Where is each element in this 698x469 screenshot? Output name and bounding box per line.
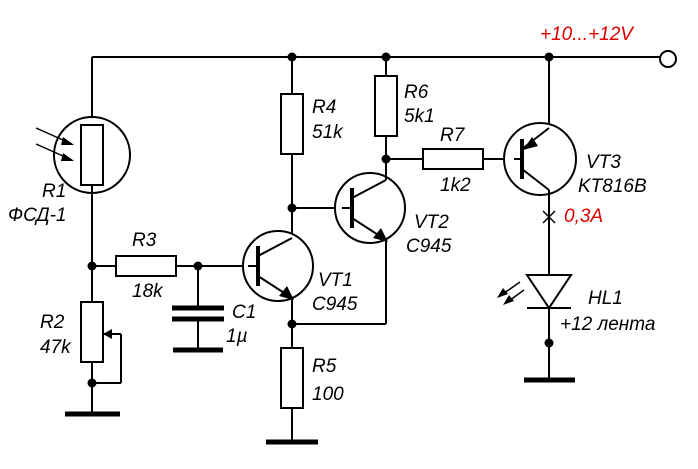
r7-ref: R7 xyxy=(440,125,466,146)
r6-resistor xyxy=(374,75,398,137)
r2-value: 47k xyxy=(40,337,72,358)
vt3-transistor xyxy=(503,122,577,196)
r4-ref: R4 xyxy=(312,97,336,118)
c1-ref: C1 xyxy=(232,302,256,323)
r1-photoresistor xyxy=(80,124,104,186)
r4-value: 51k xyxy=(312,122,344,143)
junction-r2-wiper xyxy=(87,378,97,388)
hl1-light-arrows-icon xyxy=(497,281,525,305)
vt2-ref: VT2 xyxy=(414,212,449,233)
r5-value: 100 xyxy=(312,384,344,405)
r7-value: 1k2 xyxy=(440,175,471,196)
vt3-ref: VT3 xyxy=(586,152,621,173)
r2-wiper xyxy=(92,329,122,384)
r6-value: 5k1 xyxy=(404,106,435,127)
r7-resistor xyxy=(422,148,484,170)
vt1-transistor xyxy=(242,230,314,302)
vt2-transistor xyxy=(334,172,406,244)
r1-value: ФСД-1 xyxy=(8,205,66,226)
r6-ref: R6 xyxy=(404,82,429,103)
r3-value: 18k xyxy=(132,281,164,302)
r3-ref: R3 xyxy=(132,230,157,251)
vt1-value: C945 xyxy=(312,294,358,315)
r2-potentiometer xyxy=(80,301,104,363)
current-marker-label: 0,3A xyxy=(564,206,603,227)
c1-value: 1µ xyxy=(226,326,248,347)
r3-resistor xyxy=(115,255,177,277)
r1-ref: R1 xyxy=(42,181,66,202)
supply-label: +10...+12V xyxy=(540,24,635,45)
hl1-led xyxy=(525,274,573,310)
vt1-ref: VT1 xyxy=(318,270,353,291)
hl1-ref: HL1 xyxy=(588,288,623,309)
vt3-value: KT816B xyxy=(578,176,647,197)
supply-terminal xyxy=(659,50,677,68)
r5-ref: R5 xyxy=(312,356,337,377)
junction-hl1 xyxy=(544,338,554,348)
r1-light-arrows-icon xyxy=(35,127,74,161)
r5-resistor xyxy=(280,347,304,409)
hl1-value: +12 лента xyxy=(560,314,655,335)
vt2-value: C945 xyxy=(406,236,452,257)
r4-resistor xyxy=(280,93,304,155)
current-marker-cross-icon xyxy=(542,210,556,224)
r2-ref: R2 xyxy=(40,312,65,333)
